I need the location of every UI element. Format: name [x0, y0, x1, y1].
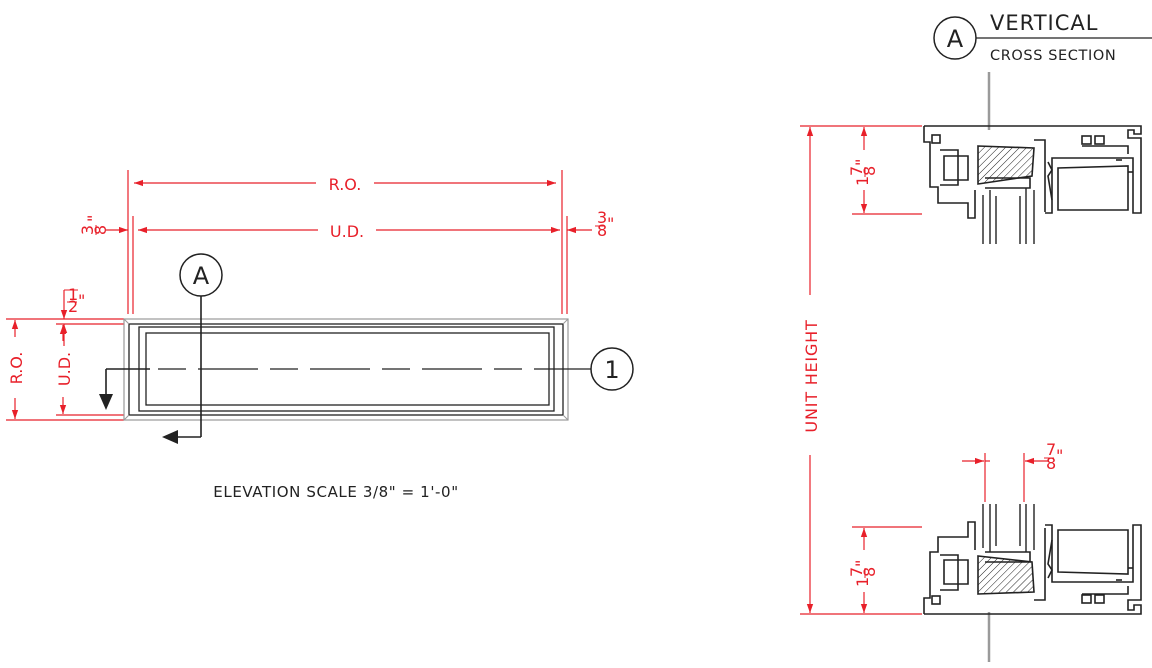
right-shim-num: 3: [597, 208, 607, 227]
head-dim-num: 7: [847, 166, 866, 176]
section-marker-a: A: [179, 253, 223, 297]
section-title-line2: CROSS SECTION: [990, 48, 1116, 64]
left-shim-inch: ": [84, 215, 103, 222]
dim-glass-thickness: 7 8 ": [962, 440, 1063, 502]
dim-ro-label: R.O.: [329, 175, 362, 194]
dim-overall-unit-height: UNIT HEIGHT: [800, 125, 922, 615]
dim-rough-opening-width: R.O.: [134, 175, 556, 194]
unit-height-label: UNIT HEIGHT: [802, 319, 821, 432]
glass-dim-num: 7: [1046, 440, 1056, 459]
unit-marker-1: 1: [590, 347, 634, 391]
glass-dim-den: 8: [1046, 454, 1056, 473]
glass-dim-inch: ": [1056, 446, 1063, 465]
dim-left-shim: 3 8 ": [78, 215, 128, 235]
elevation-scale-note: ELEVATION SCALE 3/8" = 1'-0": [213, 483, 458, 501]
cross-section-view: A VERTICAL CROSS SECTION UNIT HEIGHT 1 7: [800, 11, 1152, 662]
head-dim-den: 8: [860, 166, 879, 176]
elevation-extension-lines: [6, 170, 568, 421]
head-extrusion: [923, 125, 1142, 219]
dim-height-ud-label: U.D.: [55, 352, 74, 386]
section-title-line1: VERTICAL: [990, 11, 1098, 35]
dim-head-depth: 1 7 8 ": [847, 127, 922, 215]
dim-rough-opening-height: R.O.: [7, 320, 26, 419]
half-num: 1: [68, 285, 78, 304]
right-shim-den: 8: [597, 221, 607, 240]
sill-dim-whole: 1: [853, 577, 872, 587]
head-glass: [982, 188, 1035, 244]
elevation-view: R.O. U.D. 3 8 " 3 8 ": [6, 170, 634, 501]
dim-right-shim: 3 8 ": [567, 208, 614, 240]
sill-extrusion: [923, 521, 1142, 615]
half-inch: ": [78, 291, 85, 310]
dim-unit-height: U.D.: [55, 325, 74, 414]
dim-half-inch-gap: 1 2 ": [60, 285, 85, 346]
left-shim-den: 8: [91, 225, 110, 235]
sill-glass: [982, 504, 1035, 552]
unit-marker-label: 1: [604, 356, 619, 384]
section-cut-arrow: [99, 296, 202, 444]
section-title-marker: A: [947, 25, 964, 53]
section-marker-label: A: [193, 262, 210, 290]
left-shim-num: 3: [78, 225, 97, 235]
right-shim-inch: ": [607, 214, 614, 233]
head-dim-inch: ": [852, 159, 871, 166]
dim-ud-label: U.D.: [330, 222, 364, 241]
sill-dim-den: 8: [860, 567, 879, 577]
head-dim-whole: 1: [853, 176, 872, 186]
dim-sill-depth: 1 7 8 ": [847, 526, 922, 613]
sill-dim-num: 7: [847, 567, 866, 577]
section-title: A VERTICAL CROSS SECTION: [933, 11, 1152, 64]
dim-height-ro-label: R.O.: [7, 352, 26, 385]
half-den: 2: [68, 297, 78, 316]
sill-dim-inch: ": [852, 560, 871, 567]
dim-unit-width: U.D.: [138, 222, 560, 241]
